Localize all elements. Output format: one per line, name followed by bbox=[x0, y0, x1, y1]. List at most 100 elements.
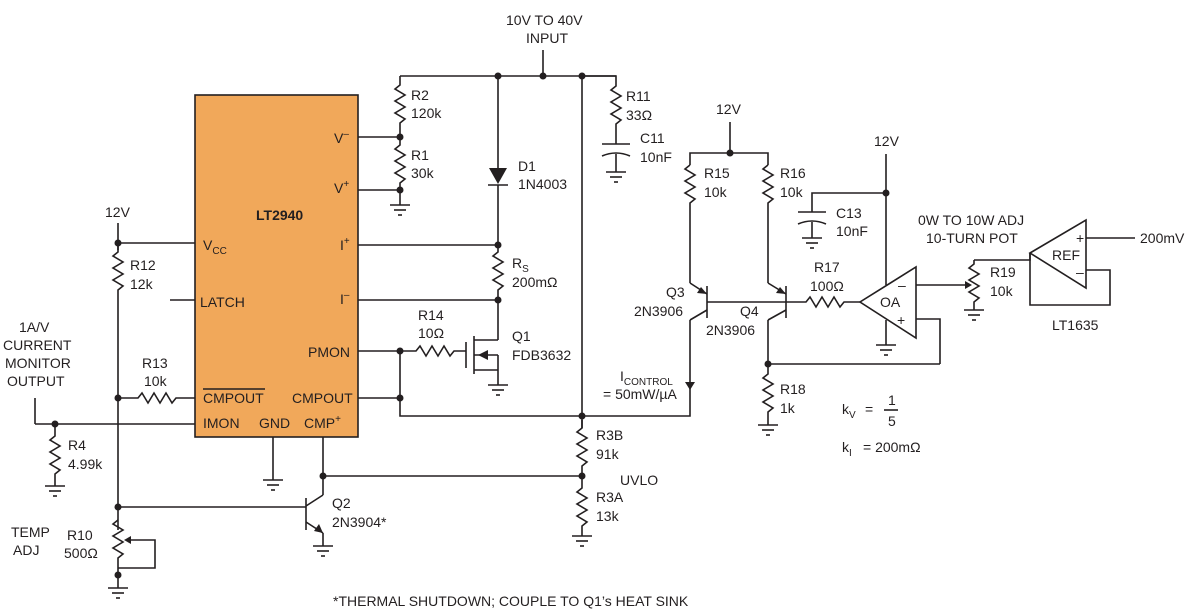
r1-resistor bbox=[393, 137, 407, 190]
d1-ref: D1 bbox=[518, 158, 536, 174]
q3-ref: Q3 bbox=[666, 284, 685, 300]
icontrol-wire bbox=[399, 382, 691, 417]
uvlo-label: UVLO bbox=[620, 472, 658, 488]
r4-ref: R4 bbox=[68, 437, 86, 453]
pin-imon: IMON bbox=[203, 415, 240, 431]
ground-symbol bbox=[488, 384, 508, 396]
r10-ref: R10 bbox=[67, 527, 93, 543]
c11-value: 10nF bbox=[640, 149, 672, 165]
ref-label: REF bbox=[1052, 247, 1080, 263]
junction bbox=[882, 189, 890, 197]
c11-plate-bottom bbox=[601, 152, 631, 157]
r14-ref: R14 bbox=[418, 307, 444, 323]
r2-ref: R2 bbox=[411, 87, 429, 103]
oa-minus-sign: – bbox=[898, 277, 906, 293]
pot-label-2: 10-TURN POT bbox=[926, 230, 1018, 246]
r19-top-wire bbox=[974, 253, 1031, 261]
q2-value: 2N3904* bbox=[332, 514, 387, 530]
pin-latch: LATCH bbox=[200, 294, 245, 310]
pin-vcc: VCC bbox=[203, 237, 227, 257]
r19-wiper-arrow bbox=[965, 281, 972, 289]
pin-pmon: PMON bbox=[308, 344, 350, 360]
r12-resistor bbox=[111, 243, 125, 398]
junction bbox=[114, 503, 122, 511]
r15-resistor bbox=[683, 164, 697, 283]
r2-value: 120k bbox=[411, 105, 442, 121]
c13-wire bbox=[811, 192, 886, 212]
r11-resistor bbox=[582, 75, 623, 144]
icontrol-value: = 50mW/µA bbox=[603, 386, 677, 402]
rs-resistor bbox=[491, 245, 505, 300]
c11-ref: C11 bbox=[640, 130, 665, 146]
ground-symbol bbox=[108, 575, 128, 599]
rs-ref: RS bbox=[512, 255, 529, 275]
r17-value: 100Ω bbox=[810, 278, 844, 294]
ref-feedback-wire bbox=[1029, 253, 1111, 306]
r13-value: 10k bbox=[144, 373, 168, 389]
kv-label: kV bbox=[842, 401, 856, 421]
pot-label-1: 0W TO 10W ADJ bbox=[918, 212, 1024, 228]
ki-value: = 200mΩ bbox=[863, 439, 921, 455]
ki-label: kI bbox=[842, 439, 852, 459]
oa-plus-sign: + bbox=[897, 312, 905, 328]
monitor-label-3: MONITOR bbox=[5, 355, 71, 371]
r3a-resistor bbox=[575, 476, 589, 536]
r4-value: 4.99k bbox=[68, 456, 103, 472]
r1-ref: R1 bbox=[411, 147, 429, 163]
input-label-1: 10V TO 40V bbox=[506, 12, 583, 28]
mid-12v-label: 12V bbox=[716, 101, 742, 117]
junction bbox=[539, 72, 547, 80]
r3b-value: 91k bbox=[596, 446, 620, 462]
pin-cmpout-bar: CMPOUT bbox=[203, 390, 264, 406]
rs-value: 200mΩ bbox=[512, 274, 558, 290]
ground-symbol bbox=[572, 535, 592, 547]
q1-mosfet bbox=[465, 333, 499, 385]
r13-resistor bbox=[118, 391, 195, 405]
ground-symbol bbox=[876, 344, 896, 356]
input-label-2: INPUT bbox=[526, 30, 568, 46]
r12-value: 12k bbox=[130, 276, 154, 292]
kv-equals: = bbox=[865, 401, 873, 417]
r15-value: 10k bbox=[704, 184, 728, 200]
r16-ref: R16 bbox=[780, 165, 806, 181]
r15-ref: R15 bbox=[704, 165, 730, 181]
r10-value: 500Ω bbox=[64, 545, 98, 561]
oa-plus-wire bbox=[916, 318, 941, 364]
r14-value: 10Ω bbox=[418, 325, 444, 341]
pin-gnd: GND bbox=[259, 415, 290, 431]
ground-symbol bbox=[263, 479, 283, 491]
ground-symbol bbox=[758, 424, 778, 436]
r13-ref: R13 bbox=[142, 355, 168, 371]
r10-wiper-wire bbox=[118, 539, 156, 569]
oa-opamp bbox=[858, 265, 917, 340]
lt2940-ic bbox=[194, 94, 359, 438]
q4-pnp-transistor bbox=[767, 282, 787, 364]
c13-ref: C13 bbox=[836, 205, 862, 221]
lt1635-label: LT1635 bbox=[1052, 317, 1099, 333]
temp-adj-label-2: ADJ bbox=[13, 542, 39, 558]
junction bbox=[578, 412, 586, 420]
q4-ref: Q4 bbox=[740, 303, 759, 319]
monitor-label-4: OUTPUT bbox=[7, 373, 65, 389]
pin-vplus: V+ bbox=[334, 179, 349, 196]
pin-iminus: I– bbox=[340, 290, 350, 307]
pin-iplus: I+ bbox=[340, 236, 350, 253]
q2-ref: Q2 bbox=[332, 495, 351, 511]
r18-ref: R18 bbox=[780, 381, 806, 397]
r3b-ref: R3B bbox=[596, 427, 623, 443]
pin-cmpplus: CMP+ bbox=[304, 414, 341, 431]
ground-symbol bbox=[606, 154, 626, 183]
r18-resistor bbox=[761, 364, 775, 425]
pin-cmpout: CMPOUT bbox=[292, 390, 353, 406]
r4-resistor bbox=[48, 424, 62, 486]
r10-potentiometer bbox=[111, 519, 125, 575]
temp-adj-label-1: TEMP bbox=[11, 524, 50, 540]
r3b-resistor bbox=[575, 420, 589, 476]
q2-npn-transistor bbox=[305, 494, 324, 534]
monitor-label-1: 1A/V bbox=[19, 319, 50, 335]
r10-wiper-arrow bbox=[124, 536, 131, 544]
r1-value: 30k bbox=[411, 165, 435, 181]
r16-resistor bbox=[761, 164, 775, 283]
